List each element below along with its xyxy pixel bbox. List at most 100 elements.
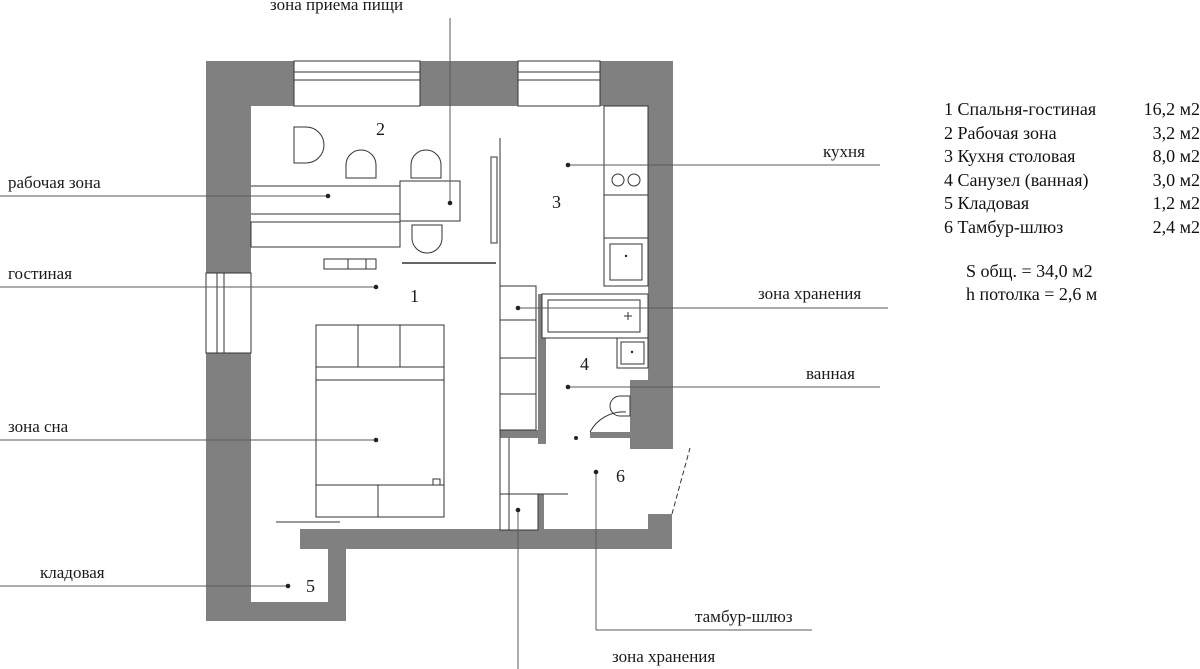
room-numbers: 1 2 3 4 5 6 <box>306 119 625 596</box>
room-area-legend: 1 Спальня-гостиная 16,2 м2 2 Рабочая зон… <box>944 98 1200 239</box>
kitchen-furniture <box>603 105 649 287</box>
label-pantry: кладовая <box>40 563 105 582</box>
chair-left <box>293 126 325 164</box>
bed-frame <box>315 366 445 518</box>
room-number-4: 4 <box>580 354 589 374</box>
legend-room-name: 2 Рабочая зона <box>944 122 1057 143</box>
washbasin-bowl <box>620 341 645 365</box>
wall-bottom-right-stub <box>648 514 672 549</box>
room-number-3: 3 <box>552 192 561 212</box>
wall-top-middle <box>420 61 518 106</box>
chair-middle <box>345 149 377 179</box>
windows <box>205 60 601 354</box>
dot-sleep-zone <box>373 437 379 443</box>
entrance-door-swing <box>671 447 691 515</box>
legend-row: 2 Рабочая зона 3,2 м2 <box>944 122 1200 146</box>
chair-right <box>410 149 442 179</box>
bathtub-inner <box>547 299 641 333</box>
dot-storage-top <box>515 305 521 311</box>
label-bathroom: ванная <box>806 364 855 383</box>
dining-chair <box>411 224 443 254</box>
sink-basin <box>609 243 643 281</box>
cooktop <box>603 164 649 196</box>
wall-bath-right-thick <box>630 380 648 449</box>
legend-room-name: 1 Спальня-гостиная <box>944 99 1097 119</box>
work-zone-furniture <box>293 126 443 254</box>
wall-storage-stub <box>538 494 544 530</box>
burner-icon <box>627 173 641 187</box>
total-area: S общ. = 34,0 м2 <box>966 261 1093 281</box>
dot-work-zone <box>325 193 331 199</box>
storage-niche <box>499 493 539 531</box>
walls <box>206 61 673 621</box>
wall-bath-bottom-left <box>500 430 540 438</box>
legend-room-name: 6 Тамбур-шлюз <box>944 216 1064 237</box>
legend-row: 1 Спальня-гостиная 16,2 м2 <box>944 98 1200 122</box>
legend-row: 6 Тамбур-шлюз 2,4 м2 <box>944 216 1200 240</box>
dot-pantry <box>285 583 291 589</box>
label-kitchen: кухня <box>823 142 865 161</box>
room-number-6: 6 <box>616 466 625 486</box>
bath-door-swing <box>589 411 627 433</box>
dot-living-room <box>373 284 379 290</box>
label-sleep-zone: зона сна <box>8 417 69 436</box>
bed <box>315 324 445 518</box>
dot-bath-door <box>574 436 578 440</box>
room-number-1: 1 <box>410 286 419 306</box>
wall-top-left <box>206 61 294 106</box>
legend-room-area: 1,2 м2 <box>1152 193 1200 213</box>
window-top-right <box>517 60 601 107</box>
legend-row: 3 Кухня столовая 8,0 м2 <box>944 145 1200 169</box>
leader-dots <box>285 162 599 589</box>
leader-lines <box>0 18 888 669</box>
shelf-unit <box>250 221 401 248</box>
dot-dining-zone <box>447 200 453 206</box>
legend-room-area: 8,0 м2 <box>1152 146 1200 166</box>
label-vestibule: тамбур-шлюз <box>695 607 793 626</box>
washbasin-drain-icon <box>630 350 634 354</box>
toilet <box>609 395 631 417</box>
wall-pantry-bottom <box>206 602 346 621</box>
label-dining-zone: зона приема пищи <box>270 0 403 14</box>
area-totals: S общ. = 34,0 м2 h потолка = 2,6 м <box>966 260 1097 306</box>
kitchen-sink <box>603 237 649 287</box>
room-number-2: 2 <box>376 119 385 139</box>
sliding-door <box>490 156 498 244</box>
legend-room-name: 5 Кладовая <box>944 193 1030 213</box>
label-storage-bottom: зона хранения <box>612 647 715 666</box>
legend-room-area: 3,0 м2 <box>1152 169 1200 190</box>
bed-headboard <box>315 324 445 368</box>
dot-bathroom <box>565 384 571 390</box>
wall-bath-bottom-right <box>590 432 648 438</box>
legend-room-area: 2,4 м2 <box>1152 216 1200 237</box>
window-left <box>205 272 252 354</box>
label-living-room: гостиная <box>8 264 72 283</box>
legend-room-name: 3 Кухня столовая <box>944 146 1076 166</box>
room-number-5: 5 <box>306 576 315 596</box>
legend-room-area: 3,2 м2 <box>1152 122 1200 143</box>
callout-labels: зона приема пищи рабочая зона гостиная з… <box>8 0 865 666</box>
dot-kitchen <box>565 162 571 168</box>
dot-vestibule <box>593 469 599 475</box>
burner-icon <box>611 173 625 187</box>
label-work-zone: рабочая зона <box>8 173 101 192</box>
sink-drain-icon <box>624 254 628 258</box>
wall-bath-partition <box>538 294 546 444</box>
bathroom-furniture <box>541 293 649 433</box>
wall-bottom <box>300 529 672 549</box>
legend-row: 5 Кладовая 1,2 м2 <box>944 192 1200 216</box>
ceiling-height: h потолка = 2,6 м <box>966 284 1098 304</box>
tv-unit <box>323 258 377 270</box>
bathtub <box>541 293 649 339</box>
legend-room-area: 16,2 м2 <box>1143 99 1200 119</box>
window-top-left <box>293 60 421 107</box>
wall-left-lower <box>206 353 251 621</box>
dot-storage-bottom <box>515 507 521 513</box>
label-storage-top: зона хранения <box>758 284 861 303</box>
wall-right <box>648 61 673 449</box>
legend-room-name: 4 Санузел (ванная) <box>944 169 1089 190</box>
legend-row: 4 Санузел (ванная) 3,0 м2 <box>944 169 1200 193</box>
bed-corner-marker <box>432 478 441 486</box>
